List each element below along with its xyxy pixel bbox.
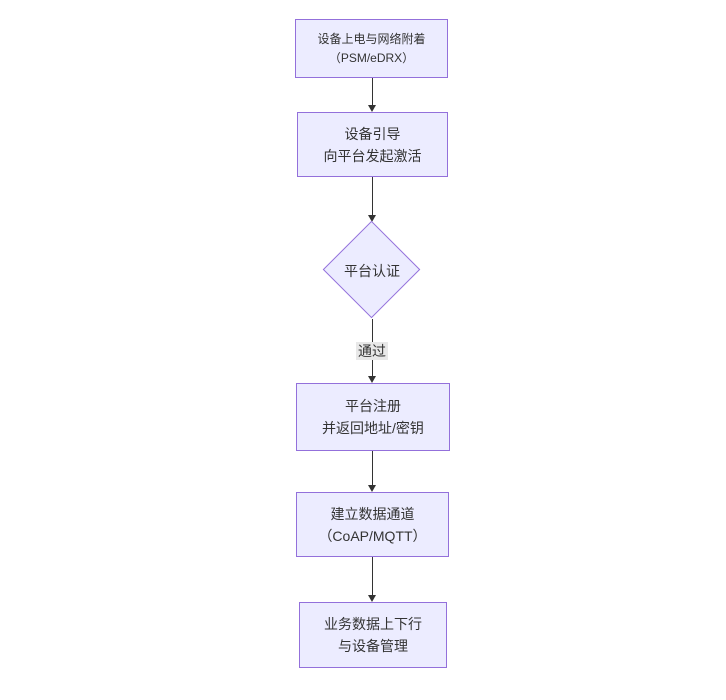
edge-line [372, 78, 373, 106]
decision-platform-auth: 平台认证 [321, 220, 423, 319]
node-label-line: 业务数据上下行 [324, 616, 422, 632]
node-label-line: 设备上电与网络附着 [317, 31, 426, 46]
edge-e-f [367, 557, 378, 602]
arrowhead-icon [368, 215, 376, 222]
node-data-channel: 建立数据通道 （CoAP/MQTT） [296, 492, 449, 557]
node-business-data-device-mgmt: 业务数据上下行 与设备管理 [299, 602, 447, 668]
node-device-bootstrap-activate: 设备引导 向平台发起激活 [297, 112, 448, 177]
node-label-line: 并返回地址/密钥 [322, 420, 424, 436]
arrowhead-icon [368, 376, 376, 383]
edge-label-pass: 通过 [356, 342, 388, 360]
arrowhead-icon [368, 595, 376, 602]
edge-line [372, 451, 373, 486]
node-label-line: 设备引导 [344, 125, 401, 142]
edge-a-b [367, 78, 378, 112]
decision-label: 平台认证 [344, 262, 400, 279]
node-platform-register: 平台注册 并返回地址/密钥 [296, 383, 450, 451]
arrowhead-icon [368, 105, 376, 112]
node-label-line: 与设备管理 [338, 638, 408, 654]
edge-b-c [367, 177, 378, 222]
node-label-line: 建立数据通道 [330, 505, 415, 522]
edge-d-e [367, 451, 378, 492]
node-label-line: （PSM/eDRX） [328, 50, 415, 65]
node-device-power-network-attach: 设备上电与网络附着 （PSM/eDRX） [295, 19, 448, 78]
edge-line [372, 177, 373, 216]
node-label-line: 向平台发起激活 [323, 147, 422, 164]
node-label-line: （CoAP/MQTT） [318, 527, 427, 544]
arrowhead-icon [368, 485, 376, 492]
edge-line [372, 557, 373, 596]
node-label-line: 平台注册 [345, 398, 401, 414]
